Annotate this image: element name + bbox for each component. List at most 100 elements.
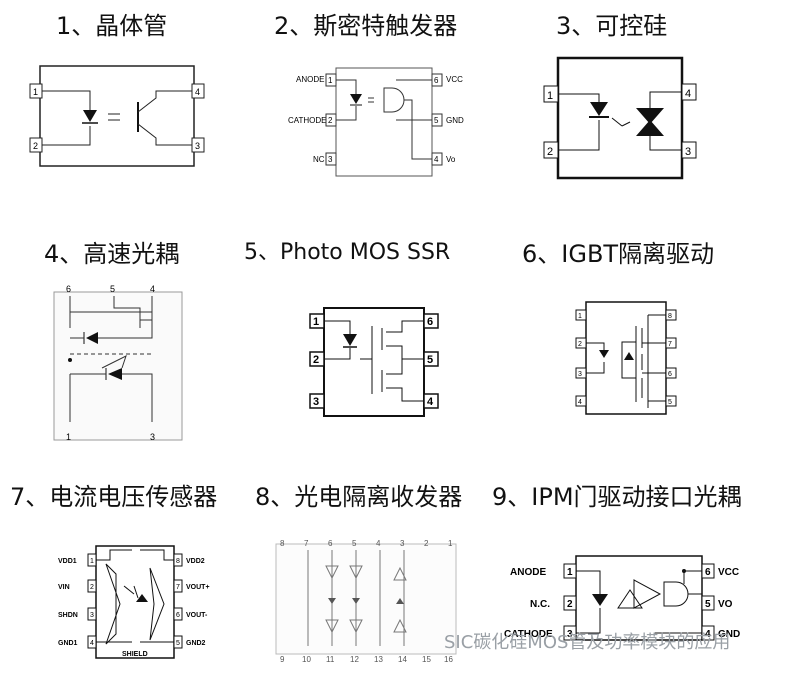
pin-num: 2: [90, 584, 94, 591]
pin-num: 3: [578, 371, 582, 378]
diagram-optical-transceiver: 8 7 6 5 4 3 2 1 9 10 11 12 13 14 15 16: [275, 539, 457, 664]
pin-5-label: 5: [110, 284, 115, 294]
diagram-current-voltage-sensor: 1 2 3 4 8 7 6 5 VDD1 VIN SHDN GND1 VDD2 …: [58, 545, 210, 659]
led-icon: [83, 110, 97, 122]
pin-1-label: 1: [313, 316, 319, 328]
pin-num: 7: [304, 539, 309, 548]
input-amp-icon: [105, 563, 121, 645]
pin-num: 13: [374, 655, 383, 664]
pin-3-label: 3: [685, 146, 691, 158]
pin-num: 1: [328, 76, 333, 85]
title-high-speed-optocoupler: 4、高速光耦: [44, 240, 180, 268]
diagram-transistor-optocoupler: 1 2 3 4: [29, 65, 205, 167]
pin-num: 11: [326, 655, 335, 664]
photodiode-icon: [617, 589, 643, 609]
pin-num: 7: [668, 341, 672, 348]
anode-label: ANODE: [510, 567, 546, 578]
diagram-photomos-ssr: 1 2 3 4 5 6: [309, 307, 439, 417]
buffer-icon: [325, 565, 339, 580]
nc-label: N.C.: [530, 599, 550, 610]
pin-num: 2: [578, 341, 582, 348]
pin-num: 6: [434, 76, 439, 85]
pin-num: 15: [422, 655, 431, 664]
pin-num: 2: [328, 116, 333, 125]
pin-2-label: 2: [33, 141, 38, 151]
pin-1-label: 1: [66, 432, 71, 442]
pin-num: 5: [176, 640, 180, 647]
vout-plus-label: VOUT+: [186, 584, 210, 591]
vcc-label: VCC: [718, 567, 739, 578]
pin-2-label: 2: [547, 146, 553, 158]
pin-4-label: 4: [150, 284, 155, 294]
pin-num: 4: [434, 155, 439, 164]
gnd-label: GND: [718, 629, 740, 640]
title-ipm-gate-driver: 9、IPM门驱动接口光耦: [492, 483, 742, 511]
diagram-igbt-driver: 1 2 3 4 5 6 7 8: [575, 301, 677, 415]
diagram-ipm-gate-driver: 1 2 3 6 5 4 ANODE N.C. CATHODE VCC VO GN…: [504, 555, 740, 641]
vdd1-label: VDD1: [58, 558, 77, 565]
pin-3-label: 3: [313, 396, 319, 408]
diagram-high-speed-optocoupler: 6 5 4 1 3: [53, 284, 183, 442]
cathode-label: CATHODE: [288, 116, 327, 125]
nc-label: NC: [313, 155, 325, 164]
pin-num: 4: [578, 399, 582, 406]
pin-num: 5: [434, 116, 439, 125]
output-stage-icon: [635, 315, 649, 408]
pin-num: 6: [705, 567, 711, 578]
title-schmitt-trigger: 2、斯密特触发器: [274, 12, 458, 40]
anode-label: ANODE: [296, 75, 324, 84]
title-transistor: 1、晶体管: [56, 12, 168, 40]
led-icon: [343, 334, 357, 346]
diagram-thyristor-optocoupler: 1 2 3 4: [543, 56, 697, 180]
led-icon: [328, 598, 336, 604]
pin-3-label: 3: [195, 141, 200, 151]
pin-num: 14: [398, 655, 407, 664]
output-amp-icon: [149, 567, 165, 641]
pin-6-label: 6: [66, 284, 71, 294]
pin-num: 1: [448, 539, 453, 548]
amplifier-icon: [633, 579, 662, 609]
pin-5-label: 5: [427, 354, 433, 366]
and-gate-icon: [383, 87, 405, 113]
pin-num: 2: [567, 599, 573, 610]
pin-num: 4: [705, 629, 711, 640]
pin-num: 7: [176, 584, 180, 591]
gnd2-label: GND2: [186, 640, 206, 647]
pin-num: 6: [328, 539, 333, 548]
pin-4-label: 4: [685, 88, 691, 100]
pin-num: 5: [705, 599, 711, 610]
led-icon: [592, 594, 608, 606]
pin-num: 6: [668, 371, 672, 378]
mosfet-icon: [371, 326, 383, 394]
pin-4-label: 4: [195, 87, 200, 97]
pin-num: 1: [567, 567, 573, 578]
pin-num: 2: [424, 539, 429, 548]
led-icon: [136, 594, 148, 602]
pin-num: 5: [668, 399, 672, 406]
and-gate-icon: [663, 581, 689, 607]
shdn-label: SHDN: [58, 612, 78, 619]
pin-num: 12: [350, 655, 359, 664]
pin-num: 1: [578, 313, 582, 320]
title-igbt-driver: 6、IGBT隔离驱动: [522, 240, 715, 268]
pin-2-label: 2: [313, 354, 319, 366]
vo-label: Vo: [446, 155, 456, 164]
pin-1-label: 1: [33, 87, 38, 97]
title-current-voltage-sensor: 7、电流电压传感器: [10, 483, 218, 511]
pin-num: 9: [280, 655, 285, 664]
watermark-text: SIC碳化硅MOS管及功率模块的应用: [444, 632, 731, 653]
pin-num: 16: [444, 655, 453, 664]
pin-num: 8: [280, 539, 285, 548]
vdd2-label: VDD2: [186, 558, 205, 565]
cathode-label: CATHODE: [504, 629, 553, 640]
pin-num: 4: [90, 640, 94, 647]
led-icon: [108, 368, 122, 380]
photodiode-icon: [86, 332, 98, 344]
vcc-label: VCC: [446, 75, 463, 84]
pin-6-label: 6: [427, 316, 433, 328]
pin-num: 1: [90, 558, 94, 565]
title-photomos-ssr: 5、Photo MOS SSR: [244, 240, 451, 265]
gnd-label: GND: [446, 116, 464, 125]
shield-label: SHIELD: [122, 651, 148, 658]
pin-num: 3: [90, 612, 94, 619]
